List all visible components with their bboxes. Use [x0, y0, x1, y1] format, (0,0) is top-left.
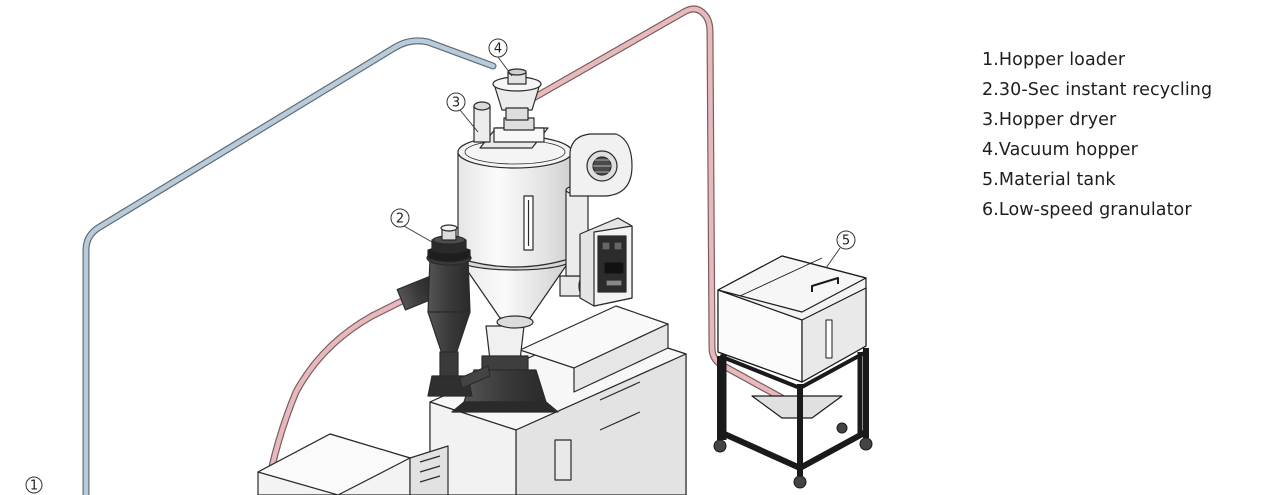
blue-conveying-pipe: [82, 37, 497, 495]
legend-item-low-speed-granulator: 6.Low-speed granulator: [982, 200, 1192, 220]
blower-and-control-box: [565, 133, 633, 307]
callout-leaders: [403, 56, 841, 269]
vacuum-hopper: [492, 68, 542, 121]
legend-item-vacuum-hopper: 4.Vacuum hopper: [982, 140, 1138, 160]
pink-pipe-to-cyclone: [262, 292, 416, 495]
callout-3: 3: [446, 92, 466, 112]
low-speed-granulator: [257, 305, 687, 495]
svg-text:4: 4: [494, 42, 502, 57]
hopper-dryer: [451, 101, 590, 413]
callout-4: 4: [488, 38, 508, 58]
svg-text:2: 2: [396, 212, 404, 227]
instant-recycling-cyclone: [396, 224, 491, 397]
legend-item-material-tank: 5.Material tank: [982, 170, 1116, 190]
callout-5: 5: [836, 230, 856, 250]
pink-pipe-to-material-tank: [526, 5, 786, 402]
legend-item-hopper-dryer: 3.Hopper dryer: [982, 110, 1117, 130]
svg-text:1: 1: [30, 479, 38, 494]
material-tank: [713, 255, 873, 489]
component-legend: 1.Hopper loader 2.30-Sec instant recycli…: [982, 45, 1212, 225]
legend-item-hopper-loader: 1.Hopper loader: [982, 50, 1126, 70]
callout-1: 1: [25, 476, 43, 494]
legend-item-instant-recycling: 2.30-Sec instant recycling: [982, 80, 1213, 100]
svg-text:5: 5: [842, 234, 850, 249]
svg-text:3: 3: [452, 96, 460, 111]
callout-2: 2: [390, 208, 410, 228]
